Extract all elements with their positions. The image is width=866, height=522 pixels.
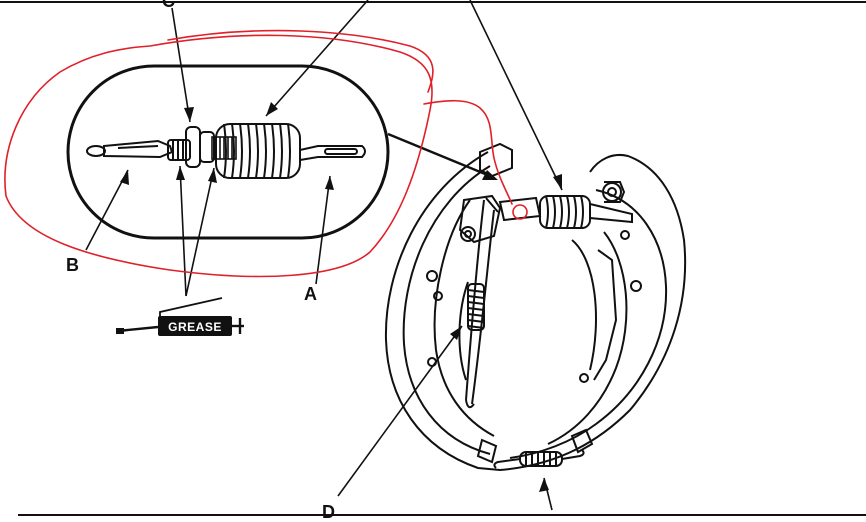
adjuster-rod xyxy=(86,139,191,161)
leader-lines xyxy=(85,0,563,511)
brake-shoe-assembly xyxy=(384,142,687,472)
callout-d: D xyxy=(322,502,335,522)
strut-bar xyxy=(299,145,366,161)
red-annotation-marks xyxy=(4,29,528,278)
arrowheads xyxy=(120,102,562,492)
callout-a: A xyxy=(304,284,317,304)
detail-inset xyxy=(66,64,390,240)
grease-label: GREASE xyxy=(168,320,222,334)
callout-c: C xyxy=(162,0,175,11)
coil-spring xyxy=(215,123,301,179)
adjuster-nut xyxy=(185,126,215,168)
callout-b: B xyxy=(66,255,79,275)
grease-gun-icon: GREASE xyxy=(116,297,244,336)
